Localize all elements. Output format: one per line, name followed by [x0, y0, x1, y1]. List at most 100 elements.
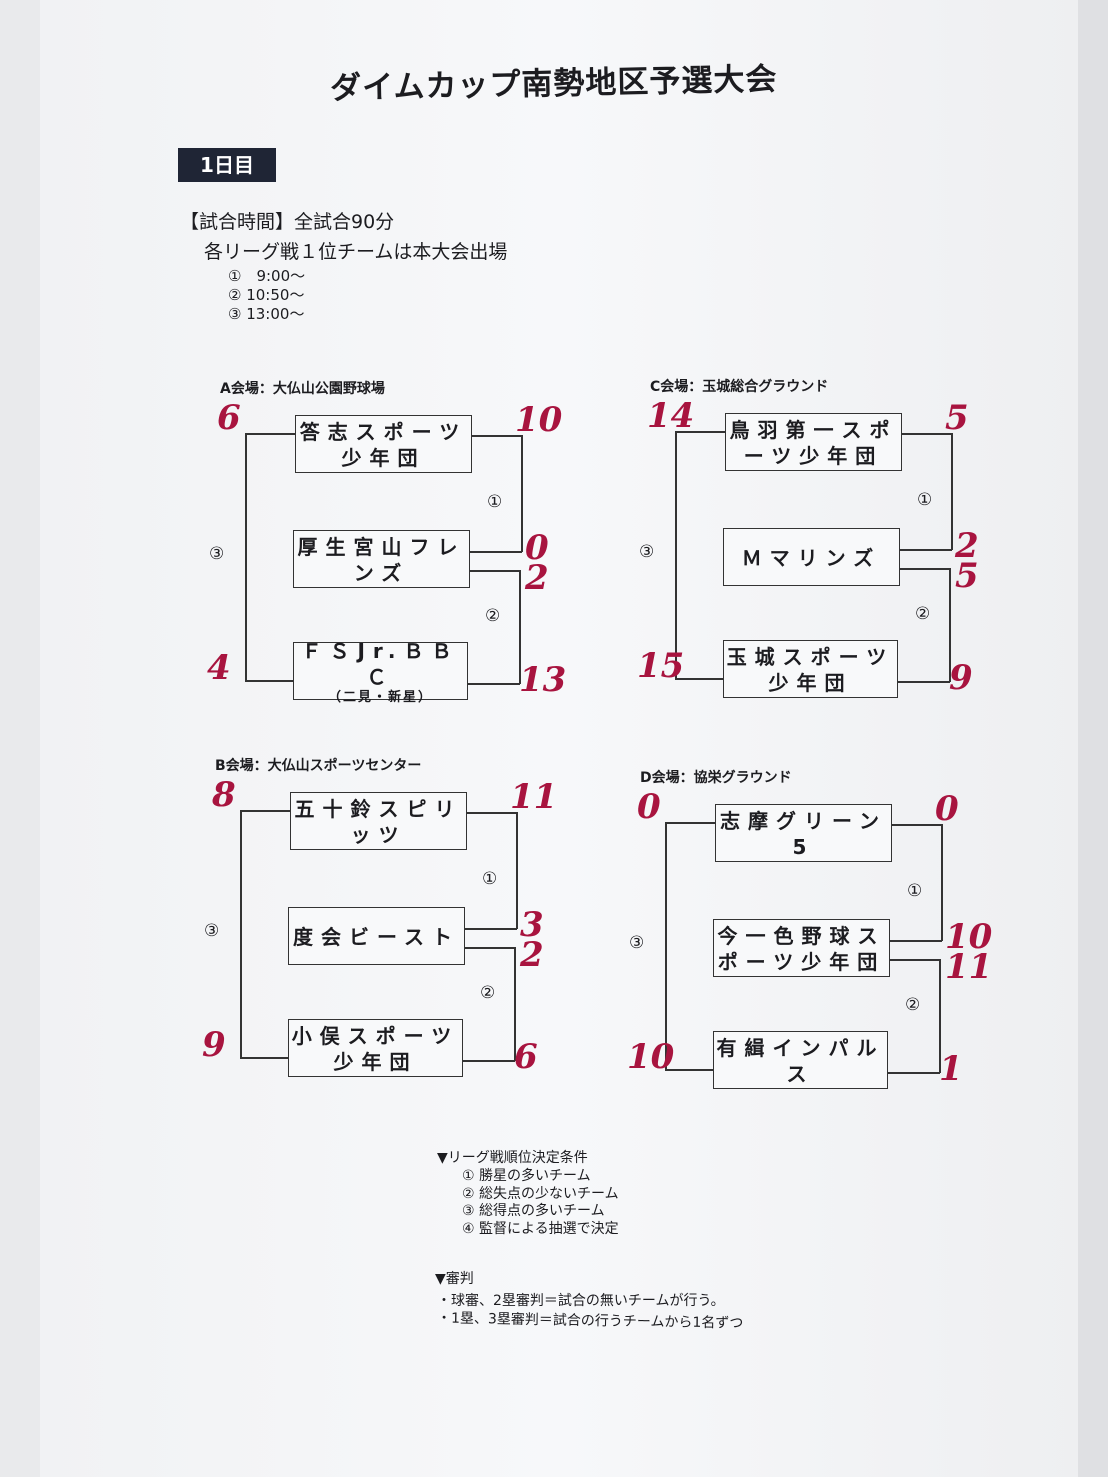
match-number: ② — [915, 604, 931, 624]
score: 5 — [945, 398, 969, 438]
score: 8 — [212, 775, 236, 815]
bracket-line — [675, 678, 723, 680]
score: 2 — [955, 526, 979, 566]
score: 10 — [627, 1037, 675, 1077]
condition-item: ③ 総得点の多いチーム — [462, 1203, 605, 1219]
bracket-line — [468, 683, 520, 685]
score: 5 — [955, 556, 979, 596]
bracket-line — [240, 810, 290, 812]
bracket-line — [521, 435, 523, 552]
team-box: 鳥羽第一スポーツ少年団 — [725, 413, 902, 471]
condition-item: ④ 監督による抽選で決定 — [462, 1221, 619, 1237]
bracket-line — [245, 433, 295, 435]
bracket-line — [890, 940, 942, 942]
team-box: Ｍマリンズ — [723, 528, 900, 586]
team-name: 小俣スポーツ少年団 — [291, 1024, 460, 1074]
time-slot: ① 9:00～ — [228, 267, 306, 285]
bracket-line — [472, 435, 522, 437]
bracket-line — [665, 822, 667, 1070]
venue-label: A会場：大仏山公園野球場 — [220, 381, 385, 397]
bracket-line — [892, 824, 942, 826]
score: 11 — [510, 777, 558, 817]
team-name: 鳥羽第一スポーツ少年団 — [729, 418, 898, 468]
venue-label: B会場：大仏山スポーツセンター — [215, 758, 422, 774]
score: 14 — [647, 396, 695, 436]
bracket-line — [675, 431, 725, 433]
team-box: 五十鈴スピリッツ — [290, 792, 467, 850]
team-box: ＦＳJr.ＢＢＣ（二見・新星） — [293, 639, 468, 705]
venue-label: D会場：協栄グラウンド — [640, 770, 792, 786]
score: 4 — [207, 648, 231, 688]
bracket-line — [467, 812, 517, 814]
match-number: ② — [905, 995, 921, 1015]
score: 10 — [515, 400, 563, 440]
score: 2 — [520, 935, 544, 975]
umpire-heading: ▼審判 — [435, 1271, 474, 1287]
bracket-line — [465, 928, 517, 930]
score: 2 — [525, 558, 549, 598]
bracket-line — [949, 568, 951, 682]
umpire-item: ・球審、2塁審判＝試合の無いチームが行う。 — [437, 1293, 725, 1309]
team-box: 厚生宮山フレンズ — [293, 530, 470, 588]
score: 6 — [514, 1037, 538, 1077]
team-name: Ｍマリンズ — [741, 546, 882, 570]
match-number: ③ — [204, 921, 220, 941]
condition-item: ① 勝星の多いチーム — [462, 1168, 591, 1184]
bracket-line — [463, 1060, 515, 1062]
team-box: 小俣スポーツ少年団 — [288, 1019, 463, 1077]
match-time-info: 【試合時間】全試合90分 — [180, 211, 395, 233]
bracket-line — [898, 681, 950, 683]
condition-item: ② 総失点の少ないチーム — [462, 1186, 619, 1202]
score: 10 — [945, 917, 993, 957]
team-name: 志摩グリーン5 — [720, 809, 887, 859]
team-box: 志摩グリーン5 — [715, 804, 892, 862]
bracket-line — [902, 433, 952, 435]
bracket-line — [675, 431, 677, 679]
match-number: ① — [482, 869, 498, 889]
bracket-line — [245, 433, 247, 681]
bracket-line — [888, 1072, 940, 1074]
match-number: ③ — [629, 933, 645, 953]
bracket-line — [939, 959, 941, 1073]
team-sub: （二見・新星） — [327, 690, 433, 705]
team-name: 厚生宮山フレンズ — [297, 535, 466, 585]
bracket-line — [900, 568, 950, 570]
team-name: ＦＳJr.ＢＢＣ — [301, 639, 460, 689]
match-number: ② — [485, 606, 501, 626]
score: 9 — [202, 1025, 226, 1065]
team-name: 五十鈴スピリッツ — [294, 797, 463, 847]
score: 6 — [217, 398, 241, 438]
team-box: 玉城スポーツ少年団 — [723, 640, 898, 698]
bracket-line — [465, 947, 515, 949]
score: 13 — [519, 660, 567, 700]
qualification-info: 各リーグ戦１位チームは本大会出場 — [204, 241, 508, 263]
score: 0 — [525, 528, 549, 568]
match-number: ③ — [209, 544, 225, 564]
match-number: ③ — [639, 542, 655, 562]
score: 11 — [945, 947, 993, 987]
match-number: ① — [487, 492, 503, 512]
bracket-line — [665, 1069, 713, 1071]
bracket-line — [951, 433, 953, 550]
time-slot: ② 10:50～ — [228, 286, 305, 304]
team-box: 有緝インパルス — [713, 1031, 888, 1089]
bracket-line — [941, 824, 943, 941]
bracket-line — [470, 551, 522, 553]
time-slot: ③ 13:00～ — [228, 305, 305, 323]
bracket-line — [240, 810, 242, 1058]
score: 3 — [520, 905, 544, 945]
page-title: ダイムカップ南勢地区予選大会 — [329, 61, 778, 107]
score: 9 — [949, 658, 973, 698]
score: 15 — [637, 646, 685, 686]
conditions-heading: ▼リーグ戦順位決定条件 — [437, 1150, 588, 1166]
bracket-line — [890, 959, 940, 961]
score: 0 — [935, 789, 959, 829]
bracket-line — [519, 570, 521, 684]
match-number: ① — [917, 490, 933, 510]
score: 1 — [939, 1049, 963, 1089]
bracket-line — [470, 570, 520, 572]
